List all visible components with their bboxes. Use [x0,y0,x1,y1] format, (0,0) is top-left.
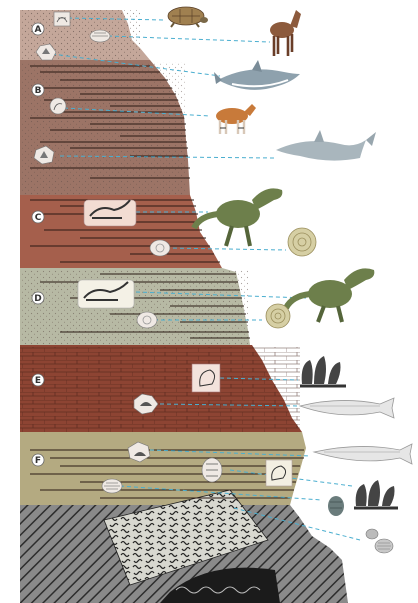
ammonite-fossil-icon [137,312,157,328]
svg-text:D: D [34,294,41,304]
ammonite-fossil-icon [150,240,170,256]
horse-icon [270,10,301,56]
layer-label-a: A [32,23,44,35]
fish-icon [314,444,412,464]
layer-label-b: B [32,84,44,96]
svg-text:F: F [35,456,41,466]
coral-fossil-icon [266,460,292,486]
layer-b-texture [20,62,185,195]
layer-e-texture [20,347,300,432]
trilobite-icon [328,496,344,516]
dinosaur-jaw-fossil-icon [84,200,136,226]
fish-icon [300,398,394,418]
layer-label-e: E [32,374,44,386]
layer-label-f: F [32,454,44,466]
dinosaur-jaw-fossil-icon [78,280,134,308]
svg-text:A: A [35,25,42,35]
brachiopod-fossil-icon [102,479,122,493]
svg-text:E: E [35,376,41,386]
layer-f [20,432,306,505]
clam-fossil-icon [90,30,110,42]
layer-d-texture [20,270,248,345]
svg-text:B: B [35,86,42,96]
coral-icon [354,480,398,508]
ammonite-icon [288,228,316,256]
coral-fossil-icon [192,364,220,392]
svg-text:C: C [35,213,42,223]
horse-tooth-fossil-icon [50,98,66,114]
coral-icon [300,356,346,386]
shark-icon [214,60,300,90]
brachiopod-icon [375,539,393,553]
tyrannosaurus-icon [194,188,282,246]
layer-label-d: D [32,292,44,304]
tyrannosaurus-icon [286,268,374,322]
turtle-icon [168,7,208,27]
shark-icon [276,130,376,161]
layer-label-c: C [32,211,44,223]
turtle-fossil-icon [54,12,70,26]
trilobite-fossil-icon [202,458,222,482]
okapi-icon [216,104,256,134]
brachiopod-icon [366,529,378,539]
ammonite-icon [266,304,290,328]
